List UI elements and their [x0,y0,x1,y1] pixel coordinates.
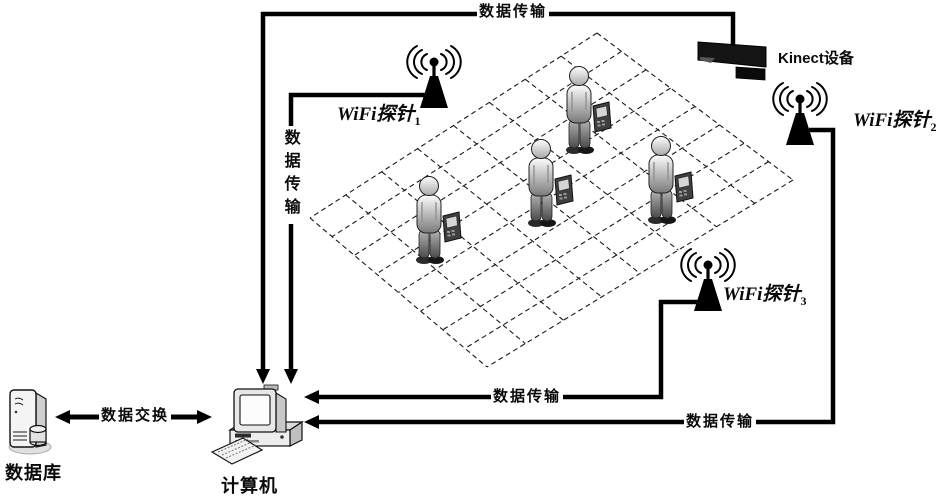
wifi-antenna-2-icon [772,82,828,146]
wifi-probe-3-latin: WiFi [723,284,763,305]
wifi-probe-3-subscript: 3 [800,293,807,308]
floor-grid [309,32,794,368]
link-probe2-to-computer [319,127,836,425]
computer-label: 计算机 [221,476,278,496]
arrow-down-left [256,369,270,384]
wifi-probe-1-subscript: 1 [414,113,421,128]
left-link-vertical-label: 数据传输 [281,126,299,224]
data-exchange-label: 数据交换 [99,407,172,425]
person-icon-front [415,175,462,265]
database-icon [8,389,52,455]
arrow-exchange-right [197,410,212,424]
kinect-device-icon [697,41,767,81]
probe2-link-label: 数据传输 [684,413,757,431]
kinect-device-label: Kinect设备 [778,50,854,67]
wifi-probe-1-latin: WiFi [337,104,377,125]
link-probe3-to-computer [319,299,700,400]
arrow-down-right [284,369,298,384]
person-icon-back [565,65,612,155]
arrow-left-lower [304,415,319,429]
wifi-probe-1-label: WiFi探针1 [337,104,421,128]
wifi-probe-2-latin: WiFi [853,110,893,131]
arrow-left-upper [304,390,319,404]
wifi-probe-2-subscript: 2 [930,119,937,134]
wifi-antenna-1-icon [406,45,462,109]
wifi-probe-1-cjk: 探针 [376,104,415,125]
arrowheads [55,369,319,429]
person-icon-middle [527,138,574,228]
wifi-probe-3-label: WiFi探针3 [723,284,807,308]
link-probe1-to-computer [288,92,430,371]
wifi-probe-2-label: WiFi探针2 [853,110,937,134]
computer-icon [210,384,304,465]
person-icon-right [647,135,694,225]
wifi-probe-3-cjk: 探针 [762,284,801,305]
probe3-link-label: 数据传输 [491,388,564,406]
top-link-label: 数据传输 [477,3,550,21]
wifi-probe-2-cjk: 探针 [892,110,931,131]
arrow-exchange-left [55,410,70,424]
database-label: 数据库 [5,463,62,483]
